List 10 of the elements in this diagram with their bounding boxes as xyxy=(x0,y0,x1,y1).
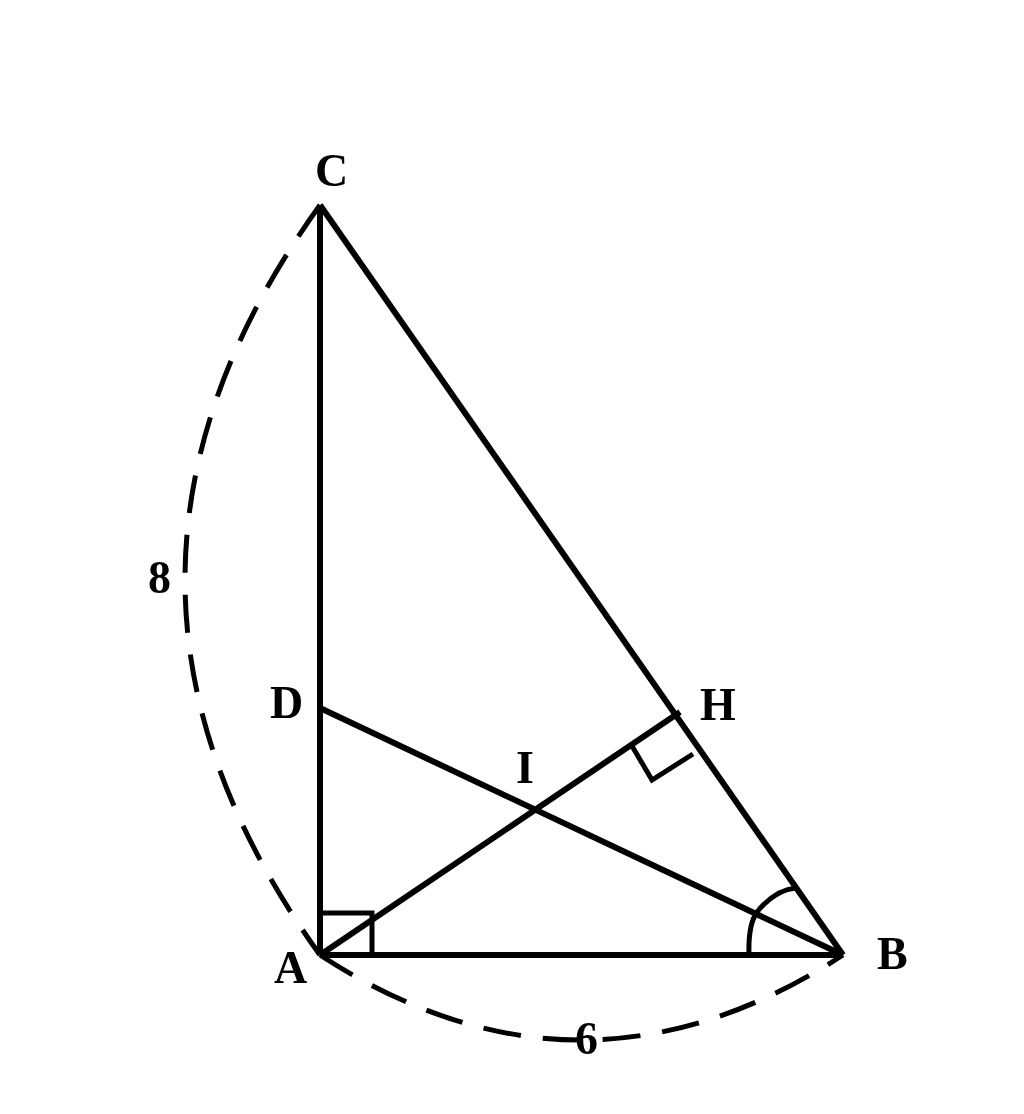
point-label: H xyxy=(680,680,742,722)
point-label: D xyxy=(268,678,320,722)
point-label: A xyxy=(272,945,320,990)
dimension-label: 6 xyxy=(575,1016,598,1062)
point-label: I xyxy=(516,745,534,791)
line-segment xyxy=(317,205,323,955)
line-segment xyxy=(317,203,846,957)
dimension-label: 8 xyxy=(148,555,171,601)
point-label: B xyxy=(843,928,913,973)
point-label: C xyxy=(305,148,355,205)
